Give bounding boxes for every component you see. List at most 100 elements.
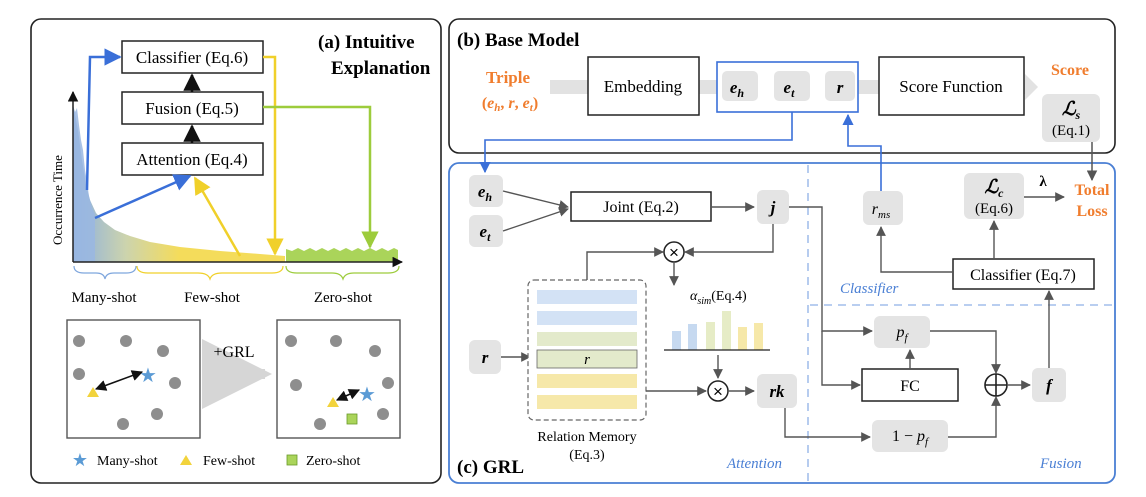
rms-node (863, 191, 903, 225)
attention-weight-bar (754, 323, 763, 350)
fusion-box-label: Fusion (Eq.5) (145, 99, 239, 118)
j-to-pf-arrow (789, 206, 873, 336)
multiply-op-top-symbol: × (669, 243, 679, 262)
legend-many-shot-label: Many-shot (97, 454, 158, 469)
j-to-otimes-arrow (684, 224, 774, 257)
few-shot-triangle-icon (327, 397, 339, 407)
alpha-label: αsim(Eq.4) (690, 289, 747, 307)
x-label-few-shot: Few-shot (184, 290, 241, 306)
section-fusion-label: Fusion (1039, 456, 1082, 472)
classifier-c-label: Classifier (Eq.7) (970, 267, 1076, 284)
green-arrow-from-fusion (263, 105, 379, 249)
et-to-joint-arrow (502, 207, 569, 232)
relation-memory-eq: (Eq.3) (569, 448, 605, 463)
many-shot-star-icon: ★ (358, 384, 376, 406)
many-shot-star-icon: ★ (139, 365, 157, 387)
panel-c-title: (c) GRL (457, 457, 524, 478)
loss-s-eq: (Eq.1) (1052, 123, 1090, 139)
relation-memory-label: Relation Memory (537, 430, 636, 445)
point (151, 408, 163, 420)
legend-few-shot-label: Few-shot (203, 454, 255, 469)
point (314, 418, 326, 430)
long-tail-area (73, 105, 285, 262)
multiply-op-bottom-symbol: × (713, 382, 723, 401)
total-loss-label-2: Loss (1076, 203, 1107, 220)
triple-label: Triple (486, 68, 531, 87)
score-function-label: Score Function (899, 77, 1003, 96)
triple-tuple: (eh, r, et) (482, 95, 538, 114)
panel-a: (a) Intuitive Explanation Classifier (Eq… (30, 18, 442, 484)
panel-b: (b) Base Model Triple (eh, r, et) Embedd… (448, 18, 1116, 154)
point (73, 368, 85, 380)
score-label: Score (1051, 62, 1089, 79)
point (285, 335, 297, 347)
blue-arrow-to-attention (94, 174, 192, 220)
lambda-label: λ (1039, 174, 1047, 190)
pf-node (874, 316, 930, 348)
embedding-label: Embedding (604, 77, 683, 96)
panel-c: (c) GRL Classifier Attention Fusion eh e… (448, 112, 1116, 484)
yellow-arrow-to-attention (193, 176, 242, 257)
loss-s-node (1042, 94, 1100, 142)
point (120, 335, 132, 347)
eh-node (722, 71, 758, 101)
point (157, 345, 169, 357)
zero-shot-bracket (285, 265, 400, 281)
j-to-fc-arrow (821, 331, 861, 390)
classifier-to-rms-arrow (876, 226, 953, 273)
few-shot-bracket (136, 265, 284, 281)
blue-arrow-to-classifier (85, 48, 122, 191)
memory-slot-r (536, 349, 638, 369)
classifier-c-box (952, 258, 1095, 290)
panel-b-border (448, 18, 1116, 154)
point (169, 377, 181, 389)
panel-a-border (30, 18, 442, 484)
zero-shot-square-icon (346, 413, 358, 425)
rk-node-label: rk (769, 382, 785, 401)
attention-weight-bar (688, 324, 697, 350)
eh-node-c (469, 175, 503, 207)
loss-c-node (964, 173, 1024, 219)
point (369, 345, 381, 357)
memory-slot (537, 374, 637, 388)
rk-to-one-minus-pf-arrow (784, 408, 871, 442)
attention-weight-bar (722, 311, 731, 350)
many-shot-bracket (73, 265, 137, 280)
point (117, 418, 129, 430)
point (377, 408, 389, 420)
et-node-c-label: et (480, 222, 492, 244)
et-node-c (469, 215, 503, 247)
blue-link-to-eh (479, 112, 793, 174)
memory-slot (537, 290, 637, 304)
total-loss-label-1: Total (1075, 182, 1111, 199)
legend-zero-shot-label: Zero-shot (306, 454, 361, 469)
many-shot-bars (73, 105, 95, 262)
section-attention-label: Attention (726, 456, 782, 472)
pf-to-oplus-arrow (930, 330, 1001, 374)
fusion-box (121, 91, 264, 125)
panel-c-border (448, 162, 1116, 484)
blue-link-rms-to-r (842, 113, 882, 191)
j-node-label: j (768, 198, 776, 217)
attention-weight-bar (672, 331, 681, 350)
one-minus-pf-node (872, 420, 948, 452)
f-node (1032, 368, 1066, 402)
memory-slot (537, 332, 637, 346)
point (330, 335, 342, 347)
one-minus-pf-label: 1 − pf (892, 428, 930, 448)
legend-many-shot-icon: ★ (72, 450, 88, 470)
memory-slot-r-label: r (584, 352, 590, 368)
base-pipeline-arrowhead (1025, 74, 1038, 100)
legend-zero-shot-icon (286, 454, 298, 466)
rk-node (757, 374, 797, 408)
attention-weight-bar (738, 327, 747, 350)
legend-few-shot-icon (180, 455, 192, 465)
y-axis-label: Occurrence Time (50, 155, 65, 245)
distance-arrow-before (94, 370, 144, 391)
classifier-box (121, 40, 264, 74)
panel-a-title-2: Explanation (331, 58, 431, 79)
zero-shot-bars (286, 248, 398, 262)
one-minus-pf-to-oplus-arrow (948, 396, 1001, 438)
memory-slot (537, 395, 637, 409)
distance-arrow-after (335, 389, 361, 401)
